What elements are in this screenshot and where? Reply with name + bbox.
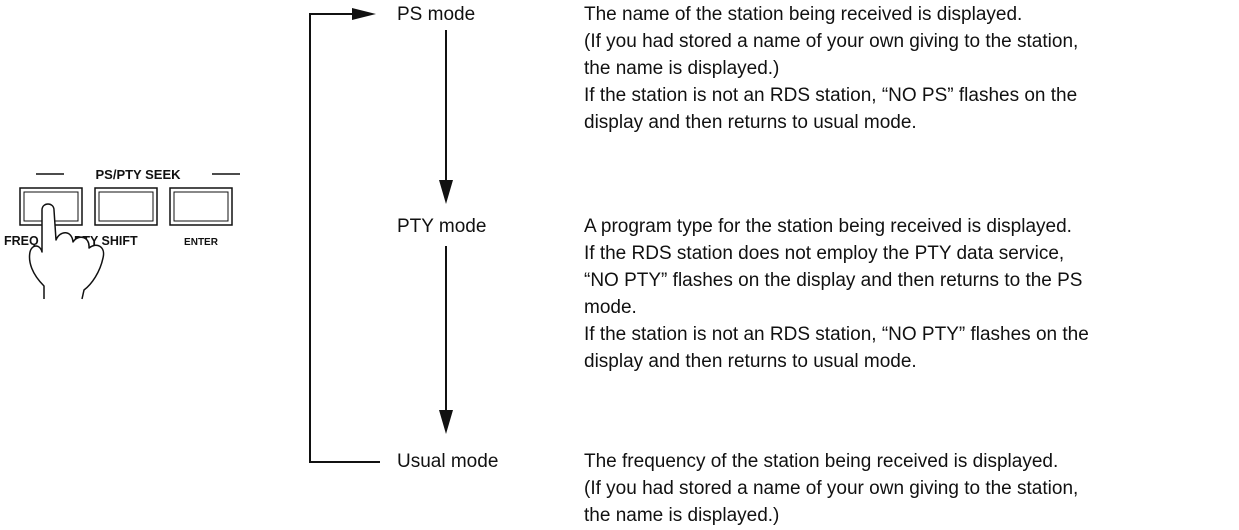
- usual-mode-description-line: the name is displayed.): [584, 505, 780, 526]
- ps-mode-description-line: If the station is not an RDS station, “N…: [584, 85, 1078, 106]
- usual-mode-description-line: (If you had stored a name of your own gi…: [584, 478, 1079, 499]
- arrow-pty-to-usual-head: [439, 410, 453, 434]
- pty-mode-label: PTY mode: [397, 216, 487, 237]
- usual-mode-description: The frequency of the station being recei…: [584, 448, 1234, 529]
- ps-mode-description-line: (If you had stored a name of your own gi…: [584, 31, 1079, 52]
- group-label: PS/PTY SEEK: [95, 167, 181, 182]
- pty-mode-description: A program type for the station being rec…: [584, 213, 1234, 375]
- ps-mode-label: PS mode: [397, 4, 476, 25]
- front-panel-illustration: PS/PTY SEEK FREQ PTY SHIFT ENTER: [4, 167, 240, 300]
- ps-mode-description-line: the name is displayed.): [584, 58, 780, 79]
- pressing-hand-icon: [28, 203, 105, 300]
- enter-button-label: ENTER: [184, 237, 219, 248]
- freq-button-label: FREQ: [4, 234, 39, 248]
- pty-mode-description-line: If the RDS station does not employ the P…: [584, 243, 1065, 264]
- enter-button[interactable]: [169, 187, 233, 226]
- ps-mode-description-line: display and then returns to usual mode.: [584, 112, 917, 133]
- arrow-ps-to-pty-head: [439, 180, 453, 204]
- pty-shift-button-label: PTY SHIFT: [74, 234, 138, 248]
- pty-shift-button[interactable]: [94, 187, 158, 226]
- ps-mode-description-line: The name of the station being received i…: [584, 4, 1023, 25]
- loop-arrow-head: [352, 8, 376, 20]
- pty-mode-description-line: If the station is not an RDS station, “N…: [584, 324, 1089, 345]
- pty-mode-description-line: “NO PTY” flashes on the display and then…: [584, 270, 1083, 291]
- pty-mode-description-line: A program type for the station being rec…: [584, 216, 1072, 237]
- usual-mode-description-line: The frequency of the station being recei…: [584, 451, 1059, 472]
- pty-mode-description-line: mode.: [584, 297, 637, 318]
- usual-mode-label: Usual mode: [397, 451, 499, 472]
- pty-mode-description-line: display and then returns to usual mode.: [584, 351, 917, 372]
- ps-mode-description: The name of the station being received i…: [584, 1, 1234, 136]
- loop-back-connector: [309, 13, 380, 463]
